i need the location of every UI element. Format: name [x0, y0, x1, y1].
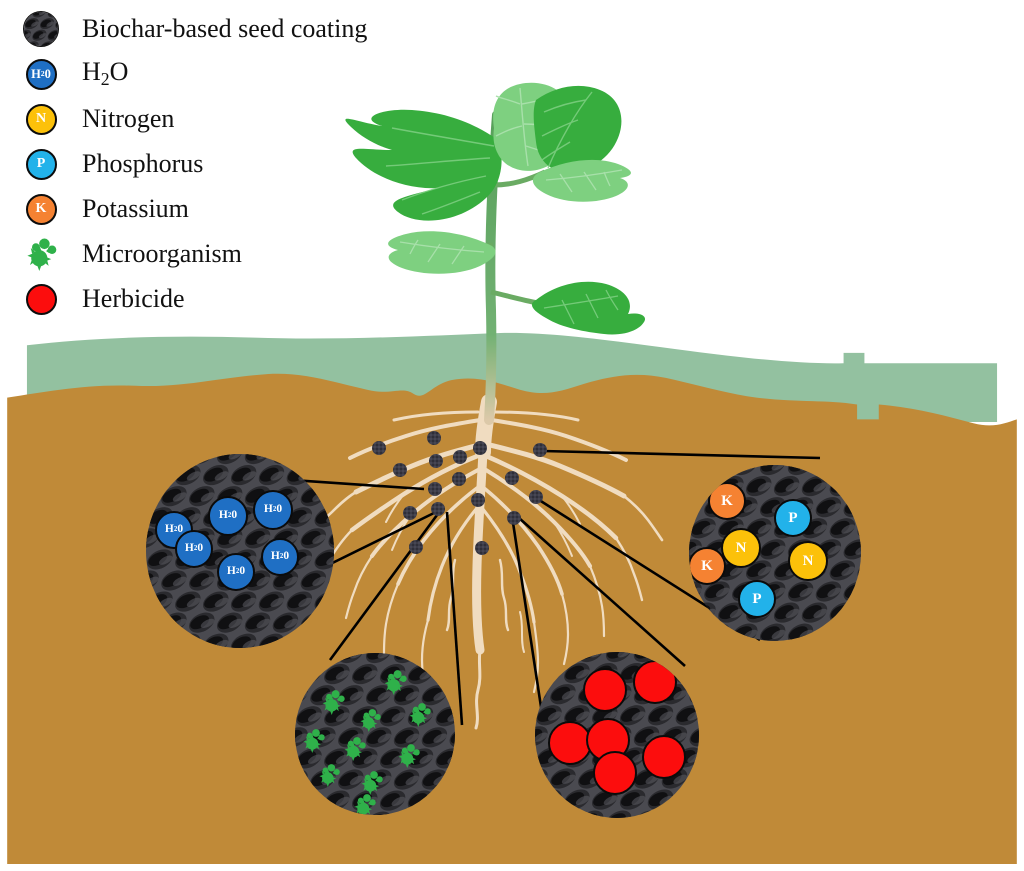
nitrogen-particle: N — [721, 528, 761, 568]
legend-item-nitrogen: N Nitrogen — [22, 102, 174, 136]
legend-label-phosphorus: Phosphorus — [82, 149, 204, 178]
microorganism-icon — [22, 235, 60, 273]
herbicide-particle — [593, 751, 637, 795]
phosphorus-particle: P — [774, 499, 812, 537]
microorganism-icon — [407, 702, 432, 727]
legend-label-potassium: Potassium — [82, 194, 189, 223]
potassium-particle: K — [708, 482, 746, 520]
bottom-white-strip — [0, 864, 1024, 871]
legend-label-biochar: Biochar-based seed coating — [82, 14, 368, 43]
nitrogen-chip-icon: N — [22, 100, 60, 138]
microorganism-icon — [317, 763, 341, 787]
herbicide-pore-view — [535, 652, 699, 818]
legend-item-microorganism: Microorganism — [22, 237, 242, 271]
legend-item-potassium: K Potassium — [22, 192, 189, 226]
phosphorus-particle: P — [738, 580, 776, 618]
microorganism-icon — [320, 689, 346, 715]
microorganism-icon — [382, 669, 408, 695]
microorganism-icon — [342, 736, 367, 761]
legend-item-phosphorus: P Phosphorus — [22, 147, 203, 181]
potassium-particle: K — [689, 547, 726, 585]
legend-label-water: H2O — [82, 57, 129, 90]
herbicide-chip-icon — [22, 280, 60, 318]
microorganism-icon — [359, 770, 384, 795]
biochar-texture-circle-icon — [22, 10, 60, 48]
legend-label-nitrogen: Nitrogen — [82, 104, 175, 133]
microorganism-icon — [358, 708, 382, 732]
legend-label-herbicide: Herbicide — [82, 284, 185, 313]
potassium-chip-icon: K — [22, 190, 60, 228]
legend-item-herbicide: Herbicide — [22, 282, 185, 316]
microorganism-icon — [396, 743, 421, 768]
microorganism-icon — [352, 793, 377, 815]
legend-item-biochar: Biochar-based seed coating — [22, 10, 368, 48]
herbicide-particle — [642, 735, 686, 779]
herbicide-particle — [583, 668, 627, 712]
microorganism-icon — [301, 728, 326, 753]
phosphorus-chip-icon: P — [22, 145, 60, 183]
legend-label-microorganism: Microorganism — [82, 239, 242, 268]
herbicide-particle — [633, 660, 677, 704]
microorganism-pore-view — [295, 653, 455, 815]
nitrogen-particle: N — [788, 541, 828, 581]
